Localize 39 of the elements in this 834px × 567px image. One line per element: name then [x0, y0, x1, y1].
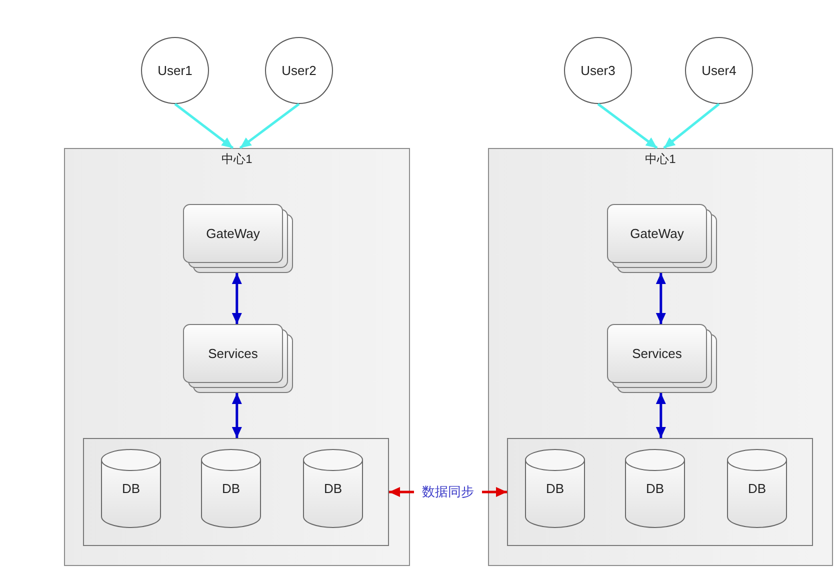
- arrow: [663, 103, 720, 149]
- node-label: Services: [208, 346, 258, 362]
- stacked-card: [183, 204, 293, 273]
- node-label: GateWay: [630, 226, 684, 242]
- node-label: DB: [222, 480, 240, 496]
- node-label: DB: [546, 480, 564, 496]
- database-cylinder: [201, 449, 261, 528]
- node-label: GateWay: [206, 226, 260, 242]
- node-label: User3: [580, 62, 616, 78]
- arrow: [174, 103, 234, 149]
- node-label: Services: [632, 346, 682, 362]
- node-label: DB: [324, 480, 342, 496]
- stacked-card: [607, 324, 717, 393]
- node-label: DB: [646, 480, 664, 496]
- double-arrow: [232, 393, 242, 438]
- double-arrow: [656, 393, 666, 438]
- arrow: [597, 103, 658, 149]
- database-group: [507, 438, 813, 546]
- node-label: User4: [702, 62, 736, 78]
- database-cylinder: [727, 449, 787, 528]
- double-arrow: [656, 273, 666, 324]
- database-cylinder: [303, 449, 363, 528]
- node-label: DB: [122, 480, 140, 496]
- panel-title: 中心1: [645, 152, 676, 167]
- database-cylinder: [625, 449, 685, 528]
- double-arrow: [232, 273, 242, 324]
- database-cylinder: [101, 449, 161, 528]
- database-group: [83, 438, 389, 546]
- data-center-panel: [488, 148, 833, 566]
- node-label: DB: [748, 480, 766, 496]
- database-cylinder: [525, 449, 585, 528]
- stacked-card: [607, 204, 717, 273]
- arrow: [239, 103, 300, 149]
- data-center-panel: [64, 148, 410, 566]
- node-label: User2: [282, 62, 316, 78]
- edge-label: 数据同步: [414, 483, 482, 501]
- panel-title: 中心1: [222, 152, 252, 167]
- node-label: User1: [158, 62, 192, 78]
- stacked-card: [183, 324, 293, 393]
